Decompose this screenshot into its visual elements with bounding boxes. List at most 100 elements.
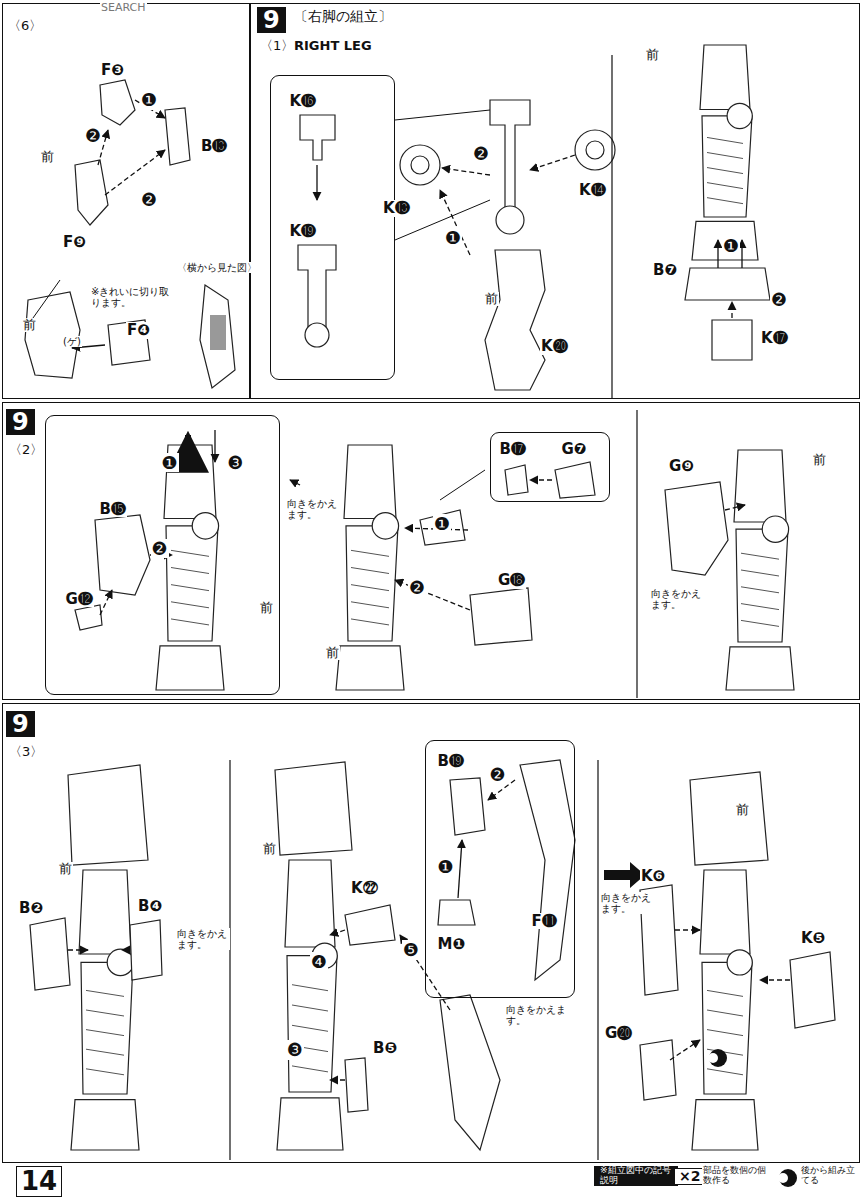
foot-part — [71, 1100, 139, 1150]
note: 部品を数個の個数作る — [702, 1166, 774, 1186]
part-outline — [485, 250, 545, 390]
step-number: 9 — [6, 711, 35, 737]
part-label: K⓴ — [540, 338, 569, 355]
part-label: G⓴ — [604, 1025, 633, 1042]
part-outline — [345, 1058, 368, 1112]
frame-detail — [741, 604, 779, 610]
assembly-arrow — [442, 168, 490, 175]
part-label: (ゲ) — [62, 336, 82, 347]
callout-number: ❷ — [408, 578, 426, 598]
frame-detail — [707, 183, 743, 189]
note: 後から組み立てる — [800, 1166, 858, 1186]
joint-circle — [400, 145, 440, 185]
assembly-arrow — [122, 949, 130, 950]
pull-arrow — [185, 435, 191, 470]
part-label: 〈1〉 — [259, 39, 295, 53]
part-outline — [712, 320, 752, 360]
frame-detail — [86, 990, 124, 996]
part-outline — [100, 80, 135, 125]
frame-detail — [171, 568, 209, 574]
assembly-arrow — [760, 979, 790, 980]
shin-part — [736, 529, 788, 642]
note: 向きをかえます。 — [176, 928, 230, 950]
part-label: K⓮ — [578, 182, 607, 199]
frame-detail — [86, 1030, 124, 1036]
part-label: K❻ — [640, 868, 666, 885]
joint-circle — [586, 141, 604, 159]
part-label: 〈6〉 — [7, 19, 43, 33]
part-label: B⓭ — [200, 138, 228, 155]
part-label: B❷ — [18, 900, 44, 917]
part-outline — [420, 510, 465, 545]
joint-circle — [496, 206, 524, 234]
part-outline — [345, 905, 395, 945]
part-outline — [108, 320, 150, 365]
part-label: K❺ — [800, 930, 826, 947]
thigh-part — [285, 860, 335, 947]
frame-detail — [351, 585, 389, 591]
part-label: 前 — [325, 646, 340, 660]
part-outline — [505, 465, 528, 495]
part-label: F❹ — [126, 322, 151, 339]
part-label: ❸ — [227, 453, 245, 473]
joint-circle — [727, 950, 752, 975]
frame-detail — [171, 619, 209, 625]
part-label: 前 — [484, 292, 499, 306]
detail-inset: K⓰K⓳ — [270, 75, 395, 380]
callout-number: ❺ — [402, 940, 420, 960]
part-label: F❸ — [100, 62, 125, 79]
callout-number: ❷ — [84, 126, 102, 146]
step-panel: 9〈3〉B⓳❷F⓫❶M❶ — [2, 703, 860, 1163]
assembly-arrow — [316, 165, 317, 200]
part-outline — [165, 108, 190, 165]
part-label: K⓳ — [289, 223, 318, 240]
part-label: B❺ — [372, 1040, 398, 1057]
part-outline — [490, 100, 530, 210]
frame-detail — [741, 620, 779, 626]
assembly-arrow — [214, 430, 215, 462]
note: ×2 — [674, 1168, 705, 1185]
separator — [597, 760, 598, 1160]
separator — [229, 760, 230, 1160]
part-label: B❹ — [137, 898, 163, 915]
part-label: K⓭ — [382, 200, 411, 217]
foot-part — [692, 221, 758, 260]
part-label: B❼ — [652, 262, 678, 279]
frame-detail — [707, 168, 743, 174]
callout-number: ❶ — [433, 514, 451, 534]
armor-part — [440, 995, 500, 1150]
frame-detail — [351, 602, 389, 608]
part-outline — [75, 605, 102, 630]
frame-detail — [707, 1010, 743, 1016]
frame-detail — [351, 568, 389, 574]
frame-detail — [86, 1069, 124, 1075]
thigh-part — [700, 45, 750, 110]
part-label: F⓫ — [531, 913, 558, 930]
assembly-arrow — [675, 929, 700, 930]
part-outline — [130, 920, 162, 980]
callout-number: ❷ — [140, 190, 158, 210]
joint-circle — [411, 156, 429, 174]
frame-detail — [707, 1069, 743, 1075]
armor-part — [520, 760, 575, 980]
part-outline — [470, 588, 532, 645]
part-outline — [555, 462, 595, 498]
callout-number: ❹ — [310, 952, 328, 972]
assembly-arrow — [530, 155, 575, 170]
note: 向きをかえます。 — [286, 498, 340, 520]
joint-circle — [192, 513, 218, 539]
foot-part — [692, 1100, 758, 1150]
foot-part — [726, 647, 794, 690]
part-label: G⓬ — [65, 591, 94, 608]
assembly-arrow — [530, 479, 552, 480]
note: 向きをかえます。 — [650, 588, 710, 610]
frame-detail — [707, 137, 743, 143]
part-label: ❶ — [437, 857, 455, 877]
part-label: K⓱ — [760, 330, 789, 347]
shaded-area — [210, 315, 226, 350]
later-symbol — [708, 1053, 718, 1063]
note: 向きをかえます。 — [600, 892, 660, 914]
assembly-arrow — [741, 240, 742, 268]
